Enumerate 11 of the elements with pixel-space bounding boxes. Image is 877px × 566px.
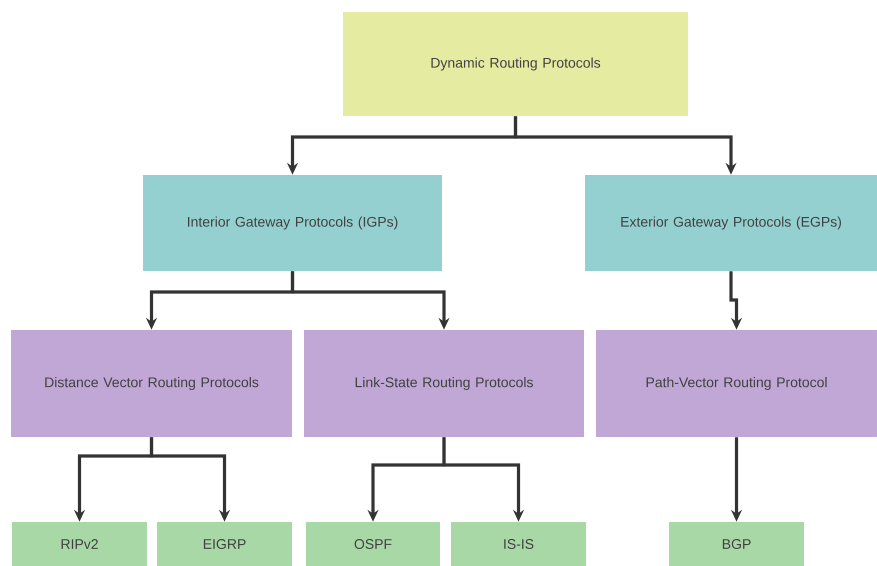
category-box: Path-Vector Routing Protocol	[596, 330, 877, 437]
category-box: Dynamic Routing Protocols	[343, 12, 688, 116]
category-box: Distance Vector Routing Protocols	[11, 330, 292, 437]
category-box: Interior Gateway Protocols (IGPs)	[143, 175, 442, 271]
category-box: Exterior Gateway Protocols (EGPs)	[585, 175, 877, 271]
protocol-box: BGP	[669, 522, 804, 566]
protocol-box: EIGRP	[157, 522, 292, 566]
protocol-box: OSPF	[306, 522, 440, 566]
protocol-box: RIPv2	[12, 522, 147, 566]
protocol-box: IS-IS	[451, 522, 586, 566]
category-box: Link-State Routing Protocols	[304, 330, 584, 437]
